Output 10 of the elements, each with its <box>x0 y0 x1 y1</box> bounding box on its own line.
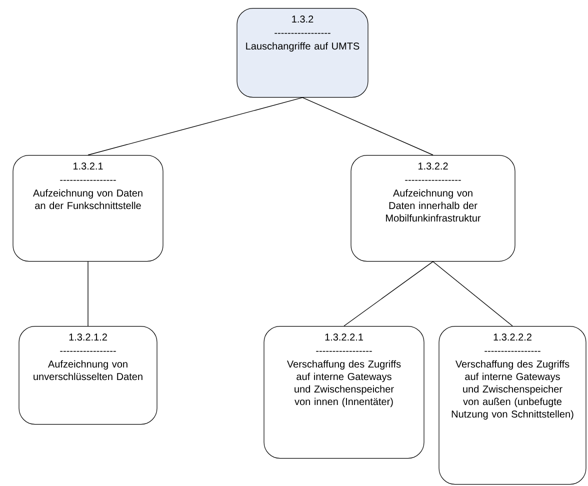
process-box: 1.3.2.2 ----------------- Aufzeichnung von Daten innerhalb der Mobilfunkinfrastruktur <box>350 155 516 262</box>
connector-line <box>302 97 434 156</box>
process-box: 1.3.2.1 ----------------- Aufzeichnung von Daten an der Funkschnittstelle <box>12 155 164 262</box>
process-box: 1.3.2.2.1 ----------------- Verschaffung des Zugriffs auf interne Gateways und Zwischenspeicher von innen (Innentäter) <box>264 326 424 459</box>
process-box: 1.3.2 ----------------- Lauschangriffe auf UMTS <box>236 8 368 98</box>
process-box: 1.3.2.1.2 ----------------- Aufzeichnung von unverschlüsselten Daten <box>18 326 158 425</box>
connector-line <box>88 97 303 156</box>
process-box: 1.3.2.2.2 ----------------- Verschaffung des Zugriffs auf interne Gateways und Zwischenspeicher von außen (unbefugte Nutzung von Schnittstellen) <box>438 326 586 485</box>
connector-line <box>344 261 434 326</box>
connector-line <box>432 261 513 326</box>
